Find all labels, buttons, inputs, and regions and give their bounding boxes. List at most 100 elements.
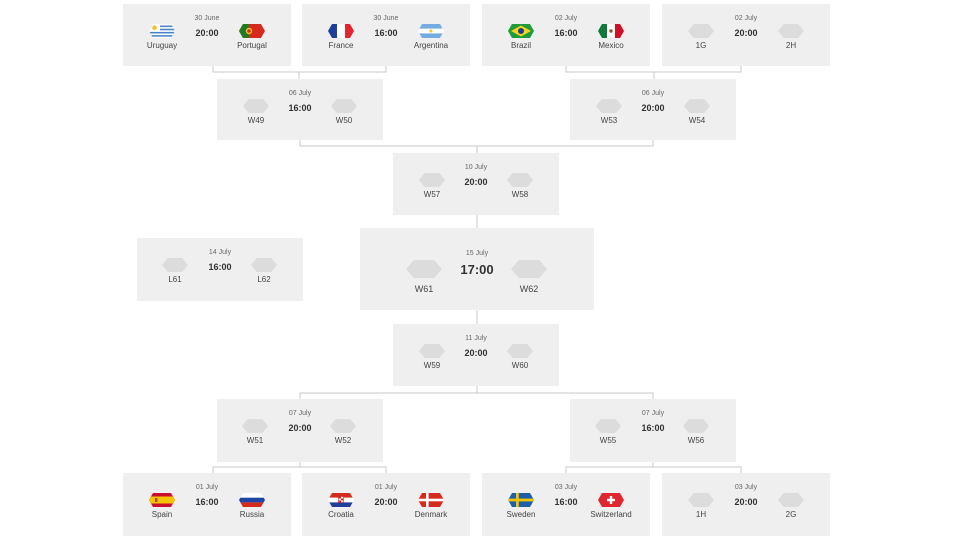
sweden-flag-icon: [508, 493, 534, 507]
away-team[interactable]: Switzerland: [581, 493, 641, 519]
match-date: 03 July: [734, 484, 758, 491]
team-name: W57: [423, 190, 441, 199]
home-team[interactable]: W61: [394, 260, 454, 294]
match-card[interactable]: 06 July 20:00 W53 W54: [570, 79, 736, 140]
match-card[interactable]: 15 July 17:00 W61 W62: [360, 228, 594, 310]
away-team[interactable]: W52: [313, 419, 373, 445]
match-card[interactable]: 02 July 16:00 Brazil Mexico: [482, 4, 650, 66]
placeholder-badge-icon: [778, 24, 804, 38]
placeholder-badge-icon: [406, 260, 442, 278]
team-name: W61: [414, 284, 434, 294]
home-team[interactable]: Uruguay: [132, 24, 192, 50]
match-time: 16:00: [208, 262, 232, 272]
switzerland-flag-icon: [598, 493, 624, 507]
match-time: 16:00: [288, 103, 312, 113]
away-team[interactable]: Mexico: [581, 24, 641, 50]
away-team[interactable]: 2H: [761, 24, 821, 50]
match-date: 01 July: [195, 484, 219, 491]
match-card[interactable]: 30 June 20:00 Uruguay Portugal: [123, 4, 291, 66]
team-name: L61: [168, 275, 182, 284]
team-name: W62: [519, 284, 539, 294]
team-name: Switzerland: [590, 510, 632, 519]
match-date: 14 July: [208, 249, 232, 256]
home-team[interactable]: L61: [145, 258, 205, 284]
home-team[interactable]: 1H: [671, 493, 731, 519]
match-card[interactable]: 11 July 20:00 W59 W60: [393, 324, 559, 386]
team-name: Brazil: [510, 41, 531, 50]
home-team[interactable]: Spain: [132, 493, 192, 519]
team-name: 2H: [785, 41, 797, 50]
away-team[interactable]: W54: [667, 99, 727, 125]
placeholder-badge-icon: [684, 99, 710, 113]
team-name: France: [328, 41, 354, 50]
away-team[interactable]: W50: [314, 99, 374, 125]
portugal-flag-icon: [239, 24, 265, 38]
argentina-flag-icon: [418, 24, 444, 38]
mexico-flag-icon: [598, 24, 624, 38]
spain-flag-icon: [149, 493, 175, 507]
match-card[interactable]: 03 July 20:00 1H 2G: [662, 473, 830, 536]
match-card[interactable]: 07 July 20:00 W51 W52: [217, 399, 383, 462]
match-date: 10 July: [464, 164, 488, 171]
away-team[interactable]: Russia: [222, 493, 282, 519]
home-team[interactable]: W59: [402, 344, 462, 370]
team-name: W58: [511, 190, 529, 199]
team-name: W55: [599, 436, 617, 445]
team-name: W49: [247, 116, 265, 125]
match-card[interactable]: 01 July 16:00 Spain Russia: [123, 473, 291, 536]
match-time: 20:00: [288, 423, 312, 433]
home-team[interactable]: France: [311, 24, 371, 50]
team-name: W53: [600, 116, 618, 125]
home-team[interactable]: Brazil: [491, 24, 551, 50]
team-name: W60: [511, 361, 529, 370]
home-team[interactable]: Sweden: [491, 493, 551, 519]
away-team[interactable]: W62: [499, 260, 559, 294]
away-team[interactable]: L62: [234, 258, 294, 284]
home-team[interactable]: W49: [226, 99, 286, 125]
placeholder-badge-icon: [778, 493, 804, 507]
match-card[interactable]: 06 July 16:00 W49 W50: [217, 79, 383, 140]
placeholder-badge-icon: [511, 260, 547, 278]
home-team[interactable]: W53: [579, 99, 639, 125]
match-time: 16:00: [374, 28, 398, 38]
placeholder-badge-icon: [251, 258, 277, 272]
team-name: W59: [423, 361, 441, 370]
away-team[interactable]: W56: [666, 419, 726, 445]
home-team[interactable]: W57: [402, 173, 462, 199]
home-team[interactable]: W55: [578, 419, 638, 445]
match-time: 20:00: [464, 348, 488, 358]
match-card[interactable]: 14 July 16:00 L61 L62: [137, 238, 303, 301]
match-card[interactable]: 30 June 16:00 France Argentina: [302, 4, 470, 66]
match-date: 03 July: [554, 484, 578, 491]
match-card[interactable]: 07 July 16:00 W55 W56: [570, 399, 736, 462]
brazil-flag-icon: [508, 24, 534, 38]
home-team[interactable]: W51: [225, 419, 285, 445]
match-time: 20:00: [374, 497, 398, 507]
placeholder-badge-icon: [419, 344, 445, 358]
away-team[interactable]: 2G: [761, 493, 821, 519]
away-team[interactable]: W60: [490, 344, 550, 370]
match-time: 16:00: [554, 28, 578, 38]
placeholder-badge-icon: [507, 344, 533, 358]
match-card[interactable]: 02 July 20:00 1G 2H: [662, 4, 830, 66]
home-team[interactable]: 1G: [671, 24, 731, 50]
placeholder-badge-icon: [243, 99, 269, 113]
match-time: 20:00: [734, 28, 758, 38]
match-date: 07 July: [288, 410, 312, 417]
away-team[interactable]: Portugal: [222, 24, 282, 50]
match-date: 15 July: [465, 250, 489, 257]
match-time: 17:00: [460, 262, 494, 277]
team-name: 1G: [695, 41, 707, 50]
match-card[interactable]: 01 July 20:00 Croatia Denmark: [302, 473, 470, 536]
home-team[interactable]: Croatia: [311, 493, 371, 519]
team-name: W54: [688, 116, 706, 125]
team-name: Spain: [151, 510, 173, 519]
away-team[interactable]: Argentina: [401, 24, 461, 50]
match-card[interactable]: 03 July 16:00 Sweden Switzerland: [482, 473, 650, 536]
away-team[interactable]: Denmark: [401, 493, 461, 519]
team-name: 1H: [695, 510, 707, 519]
match-time: 20:00: [195, 28, 219, 38]
away-team[interactable]: W58: [490, 173, 550, 199]
match-card[interactable]: 10 July 20:00 W57 W58: [393, 153, 559, 215]
